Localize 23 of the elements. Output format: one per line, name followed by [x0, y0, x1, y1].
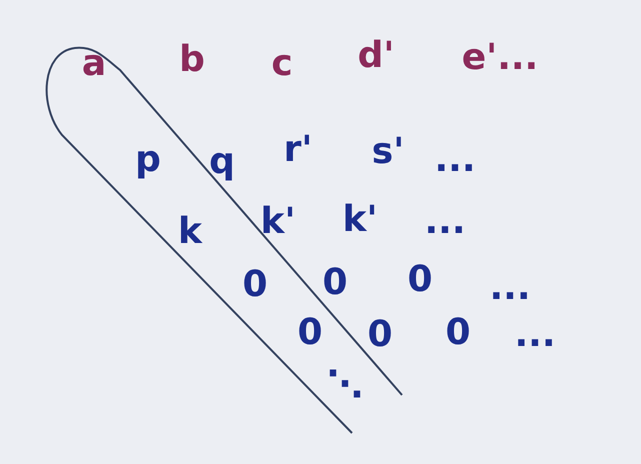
table-entry: b: [179, 42, 205, 78]
table-entry: k': [342, 202, 378, 238]
table-entry: 0: [322, 265, 348, 301]
table-entry: d': [358, 38, 394, 74]
table-entry: k: [178, 214, 202, 250]
table-entry: q: [209, 144, 235, 180]
table-entry: 0: [242, 267, 268, 303]
table-entry: c: [271, 46, 293, 82]
table-entry: k': [260, 204, 296, 240]
table-entry: 0: [367, 317, 393, 353]
table-entry: p: [135, 142, 161, 178]
table-entry: ⋱: [327, 367, 363, 403]
table-entry: ...: [489, 270, 531, 306]
table-entry: 0: [445, 315, 471, 351]
table-entry: 0: [297, 315, 323, 351]
table-entry: a: [82, 46, 106, 82]
table-entry: 0: [407, 262, 433, 298]
table-entry: r': [284, 132, 312, 168]
table-entry: s': [372, 134, 404, 170]
table-entry: e'...: [462, 40, 538, 76]
table-entry: ...: [424, 204, 466, 240]
table-entry: ...: [514, 317, 556, 353]
table-entry: ...: [434, 142, 476, 178]
